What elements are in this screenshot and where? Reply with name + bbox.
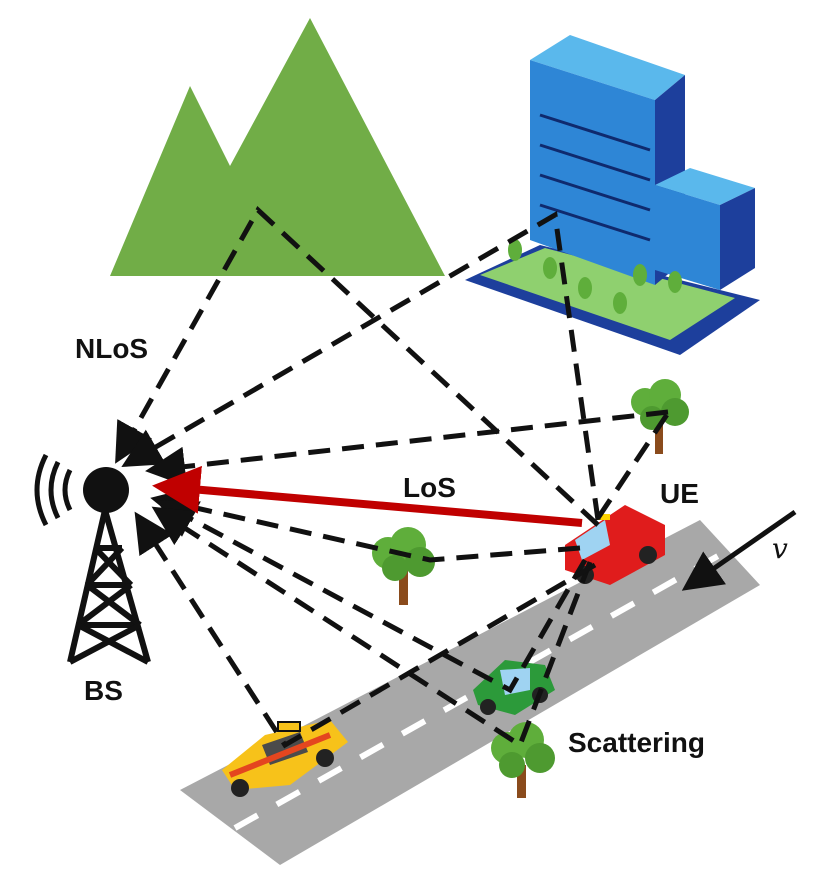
velocity-arrow xyxy=(681,509,797,591)
building xyxy=(465,35,760,355)
los-arrow xyxy=(152,465,583,527)
los-label: LoS xyxy=(403,472,456,503)
multipath-links xyxy=(115,206,673,749)
scattering-label: Scattering xyxy=(568,727,705,758)
mountain xyxy=(110,18,445,276)
tree-bottom xyxy=(491,722,555,798)
bs-label: BS xyxy=(84,675,123,706)
tree-middle xyxy=(372,527,435,605)
nlos-label: NLoS xyxy=(75,333,148,364)
base-station-tower xyxy=(67,509,151,665)
signal-waves-icon xyxy=(34,453,73,527)
tree-right xyxy=(631,379,689,454)
ue-label: UE xyxy=(660,478,699,509)
road xyxy=(180,520,760,865)
velocity-label: v xyxy=(772,532,788,565)
antenna-head xyxy=(83,467,129,513)
